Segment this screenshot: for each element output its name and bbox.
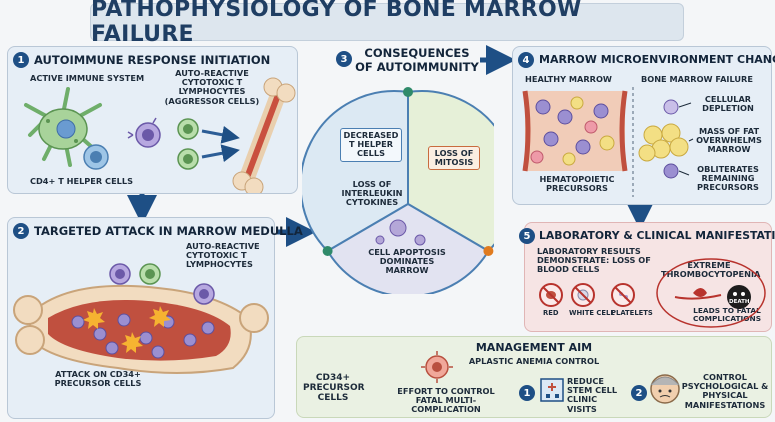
auto-reactive-label: AUTO-REACTIVE CYTOTOXIC T LYMPHOCYTES [186,241,260,270]
management-subheading: APLASTIC ANEMIA CONTROL [468,356,600,366]
lab-results-label: LABORATORY RESULTS DEMONSTRATE: LOSS OF … [537,246,651,275]
auto-reactive-label: AUTO-REACTIVE CYTOTOXIC T LYMPHOCYTES (A… [164,68,260,106]
no-white-cell-icon [571,283,595,307]
marrow-comparison-illustration [522,87,694,197]
depletion-label: CELLULAR DEPLETION [702,94,754,114]
red-label: RED [543,309,559,317]
section-microenvironment: 4 MARROW MICROENVIRONMENT CHANGE HEALTHY… [512,46,775,205]
section-number: 5 [519,228,535,244]
section-number: 1 [13,52,29,68]
bone-cross-section-icon [13,284,269,374]
page-title: PATHOPHYSIOLOGY OF BONE MARROW FAILURE [90,0,684,47]
no-red-cell-icon [539,283,563,307]
step-number: 1 [519,385,535,401]
healthy-marrow-icon [522,90,628,172]
section-heading: CONSEQUENCES OF AUTOIMMUNITY [355,46,479,74]
t-cell-icon [177,118,199,170]
effort-label: EFFORT TO CONTROL FATAL MULTI-COMPLICATI… [397,386,495,415]
section-number: 3 [336,51,352,67]
node-dot-icon [403,87,413,97]
node-dot-icon [322,246,333,256]
management-heading: MANAGEMENT AIM [475,341,593,354]
loss-mitosis-box: LOSS OF MITOSIS [428,146,480,171]
section-lab-clinical: 5 LABORATORY & CLINICAL MANIFESTATIONS L… [519,222,775,332]
hospital-icon [540,378,564,402]
attack-label: ATTACK ON CD34+ PRECURSOR CELLS [54,369,142,389]
immune-illustration [24,77,296,193]
section-number: 4 [518,52,534,68]
bone-icon [232,77,296,193]
failure-label: BONE MARROW FAILURE [641,74,753,84]
apoptotic-cell-icon [375,219,426,246]
dendritic-cell-icon [24,87,102,167]
thrombocytopenia-label: EXTREME THROMBOCYTOPENIA [661,260,761,280]
lab-illustration [539,258,766,328]
failed-marrow-icon [638,99,694,179]
section-consequences: 3 CONSEQUENCES OF AUTOIMMUNITY DECREASED… [302,44,494,294]
platelets-label: PLATELETS [611,309,653,317]
patient-face-icon [650,374,680,404]
section-heading: AUTOIMMUNE RESPONSE INITIATION [34,53,271,67]
section-heading: MARROW MICROENVIRONMENT CHANGE [539,53,775,66]
cytotoxic-t-cell-icon [127,117,161,148]
death-label: DEATH [729,299,750,305]
fatal-complications-label: LEADS TO FATAL COMPLICATIONS [692,306,762,324]
healthy-label: HEALTHY MARROW [525,74,612,84]
step-number: 2 [631,385,647,401]
section-heading: TARGETED ATTACK IN MARROW MEDULLA [34,224,303,238]
section-autoimmune-initiation: 1 AUTOIMMUNE RESPONSE INITIATION ACTIVE … [7,46,298,194]
marrow-attack-illustration [13,263,269,374]
active-immune-label: ACTIVE IMMUNE SYSTEM [30,73,145,83]
section-management: MANAGEMENT AIM APLASTIC ANEMIA CONTROL C… [296,336,772,418]
burst-icon [83,306,171,353]
cd34-label: CD34+ PRECURSOR CELLS [303,373,365,404]
node-dot-icon [483,246,494,256]
apoptosis-label: CELL APOPTOSIS DOMINATES MARROW [368,247,446,276]
obliterates-label: OBLITERATES REMAINING PRECURSORS [697,164,759,193]
loss-interleukin-label: LOSS OF INTERLEUKIN CYTOKINES [341,179,403,208]
reduce-visits-label: REDUCE STEM CELL CLINIC VISITS [567,376,618,414]
section-number: 2 [13,223,29,239]
no-platelets-icon [611,283,635,307]
helper-cell-icon [83,144,109,170]
section-targeted-attack: 2 TARGETED ATTACK IN MARROW MEDULLA AUTO… [7,217,303,419]
control-manifestations-label: CONTROL PSYCHOLOGICAL & PHYSICAL MANIFES… [681,372,769,410]
t-lymphocyte-icon [109,263,215,305]
mass-fat-label: MASS OF FAT OVERWHELMS MARROW [696,126,762,155]
management-illustration [421,351,680,404]
cd4-label: CD4+ T HELPER CELLS [30,176,133,186]
section-heading: LABORATORY & CLINICAL MANIFESTATIONS [539,229,775,242]
skull-icon [727,285,751,309]
decreased-t-helper-box: DECREASED T HELPER CELLS [340,128,402,162]
white-cell-label: WHITE CELL [569,309,615,317]
hematopoietic-label: HEMATOPOIETIC PRECURSORS [539,174,615,194]
precursor-cells-icon [71,313,215,359]
precursor-cell-icon [421,351,453,383]
blood-drop-icon [656,258,766,328]
